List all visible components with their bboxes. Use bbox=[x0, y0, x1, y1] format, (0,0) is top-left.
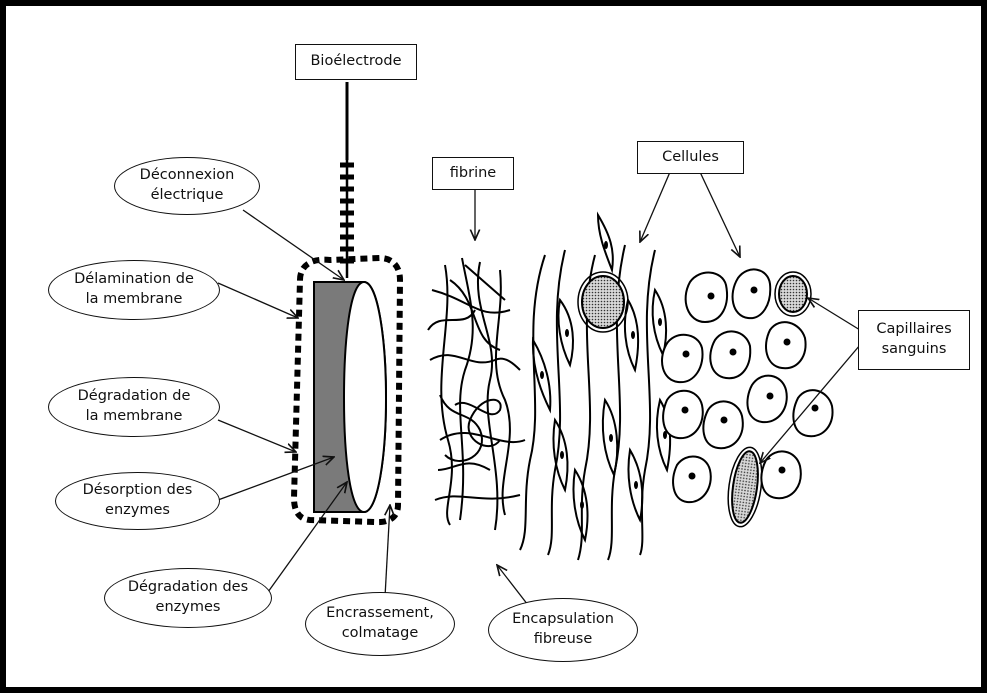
fibrous-capsule bbox=[520, 215, 670, 560]
label-degradation-enzymes: Dégradation des enzymes bbox=[104, 568, 272, 628]
arrow-degradation-enzymes bbox=[268, 482, 347, 592]
capillary-1 bbox=[582, 276, 624, 328]
arrow-encrassement bbox=[385, 505, 390, 597]
label-encrassement-colmatage: Encrassement, colmatage bbox=[305, 592, 455, 656]
electrode-wire bbox=[340, 82, 354, 278]
label-encapsulation-fibreuse: Encapsulation fibreuse bbox=[488, 598, 638, 662]
arrow-deconnexion bbox=[243, 210, 344, 280]
label-delamination-membrane: Délamination de la membrane bbox=[48, 260, 220, 320]
electrode-body bbox=[314, 282, 386, 512]
fibrin-mesh bbox=[428, 258, 525, 530]
arrow-cellules-2 bbox=[700, 172, 740, 257]
wire-insulation-dashes bbox=[340, 165, 354, 261]
arrow-capillaires-1 bbox=[808, 298, 860, 330]
label-deconnexion-electrique: Déconnexion électrique bbox=[114, 157, 260, 215]
capillary-3 bbox=[728, 450, 762, 525]
label-degradation-membrane: Dégradation de la membrane bbox=[48, 377, 220, 437]
arrow-cellules-1 bbox=[640, 172, 670, 242]
label-bioelectrode: Bioélectrode bbox=[295, 44, 417, 80]
label-cellules: Cellules bbox=[637, 141, 744, 174]
label-fibrine: fibrine bbox=[432, 157, 514, 190]
label-desorption-enzymes: Désorption des enzymes bbox=[55, 472, 220, 530]
arrow-degradation-membrane bbox=[218, 420, 296, 452]
capillary-2 bbox=[779, 276, 807, 312]
arrow-delamination bbox=[218, 283, 298, 318]
label-capillaires-sanguins: Capillaires sanguins bbox=[858, 310, 970, 370]
